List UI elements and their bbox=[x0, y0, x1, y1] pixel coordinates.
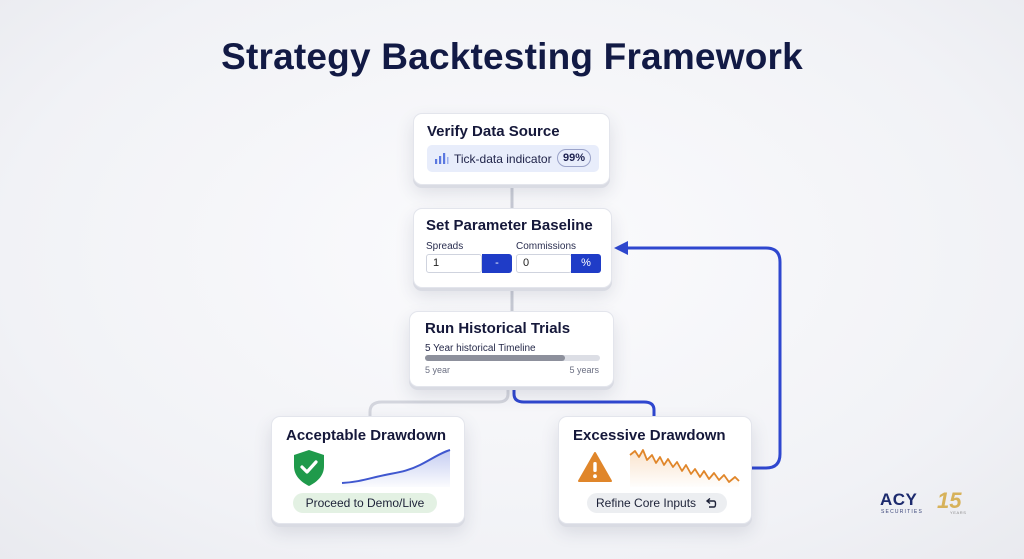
check-shield-icon bbox=[294, 450, 324, 486]
timeline-start-label: 5 year bbox=[425, 365, 451, 375]
acceptable-drawdown-card: Acceptable Drawdown Proceed to Demo/Live bbox=[271, 416, 465, 524]
timeline-progress-bar bbox=[425, 355, 600, 361]
page-title: Strategy Backtesting Framework bbox=[221, 36, 803, 77]
volatile-equity-curve bbox=[629, 449, 740, 487]
verify-title: Verify Data Source bbox=[427, 123, 560, 140]
refine-core-inputs-button[interactable]: Refine Core Inputs bbox=[587, 493, 727, 513]
spreads-button[interactable]: - bbox=[482, 254, 512, 273]
commissions-input[interactable]: 0 bbox=[516, 254, 572, 273]
verify-data-source-card: Verify Data Source Tick-data indicator 9… bbox=[413, 113, 610, 185]
logo-anniversary: 15 bbox=[937, 488, 962, 513]
trials-title: Run Historical Trials bbox=[425, 320, 571, 337]
excessive-title: Excessive Drawdown bbox=[573, 427, 726, 444]
spreads-input[interactable]: 1 bbox=[426, 254, 482, 273]
logo-brand: ACY bbox=[880, 490, 918, 509]
bar-chart-icon bbox=[435, 153, 449, 164]
logo-anniversary-sub: YEARS bbox=[950, 510, 967, 515]
rising-equity-curve bbox=[341, 449, 451, 487]
set-parameter-baseline-card: Set Parameter Baseline Spreads 1 - Commi… bbox=[413, 208, 612, 288]
refine-core-inputs-label: Refine Core Inputs bbox=[596, 496, 697, 510]
commissions-label: Commissions bbox=[516, 241, 577, 252]
tick-data-label: Tick-data indicator bbox=[454, 152, 552, 166]
feedback-loop-arrow bbox=[626, 246, 782, 470]
proceed-to-demo-live-button[interactable]: Proceed to Demo/Live bbox=[293, 493, 437, 513]
warning-icon bbox=[578, 452, 612, 482]
run-historical-trials-card: Run Historical Trials 5 Year historical … bbox=[409, 311, 614, 387]
acy-securities-logo: ACY SECURITIES 15 YEARS bbox=[880, 488, 970, 516]
params-title: Set Parameter Baseline bbox=[426, 217, 593, 234]
tick-data-indicator: Tick-data indicator 99% bbox=[427, 145, 599, 172]
connector-trials-acceptable bbox=[368, 387, 510, 416]
return-arrow-icon bbox=[705, 498, 717, 508]
spreads-label: Spreads bbox=[426, 241, 464, 252]
timeline-progress-fill bbox=[425, 355, 565, 361]
acceptable-title: Acceptable Drawdown bbox=[286, 427, 447, 444]
excessive-drawdown-card: Excessive Drawdown Refine Core Inputs bbox=[558, 416, 752, 524]
timeline-end-label: 5 years bbox=[569, 365, 599, 375]
tick-data-value-badge: 99% bbox=[557, 149, 591, 167]
logo-sub: SECURITIES bbox=[881, 509, 924, 515]
commissions-button[interactable]: % bbox=[571, 254, 601, 273]
connector-trials-excessive bbox=[512, 387, 656, 416]
timeline-label: 5 Year historical Timeline bbox=[425, 343, 536, 354]
feedback-arrowhead bbox=[614, 241, 628, 255]
